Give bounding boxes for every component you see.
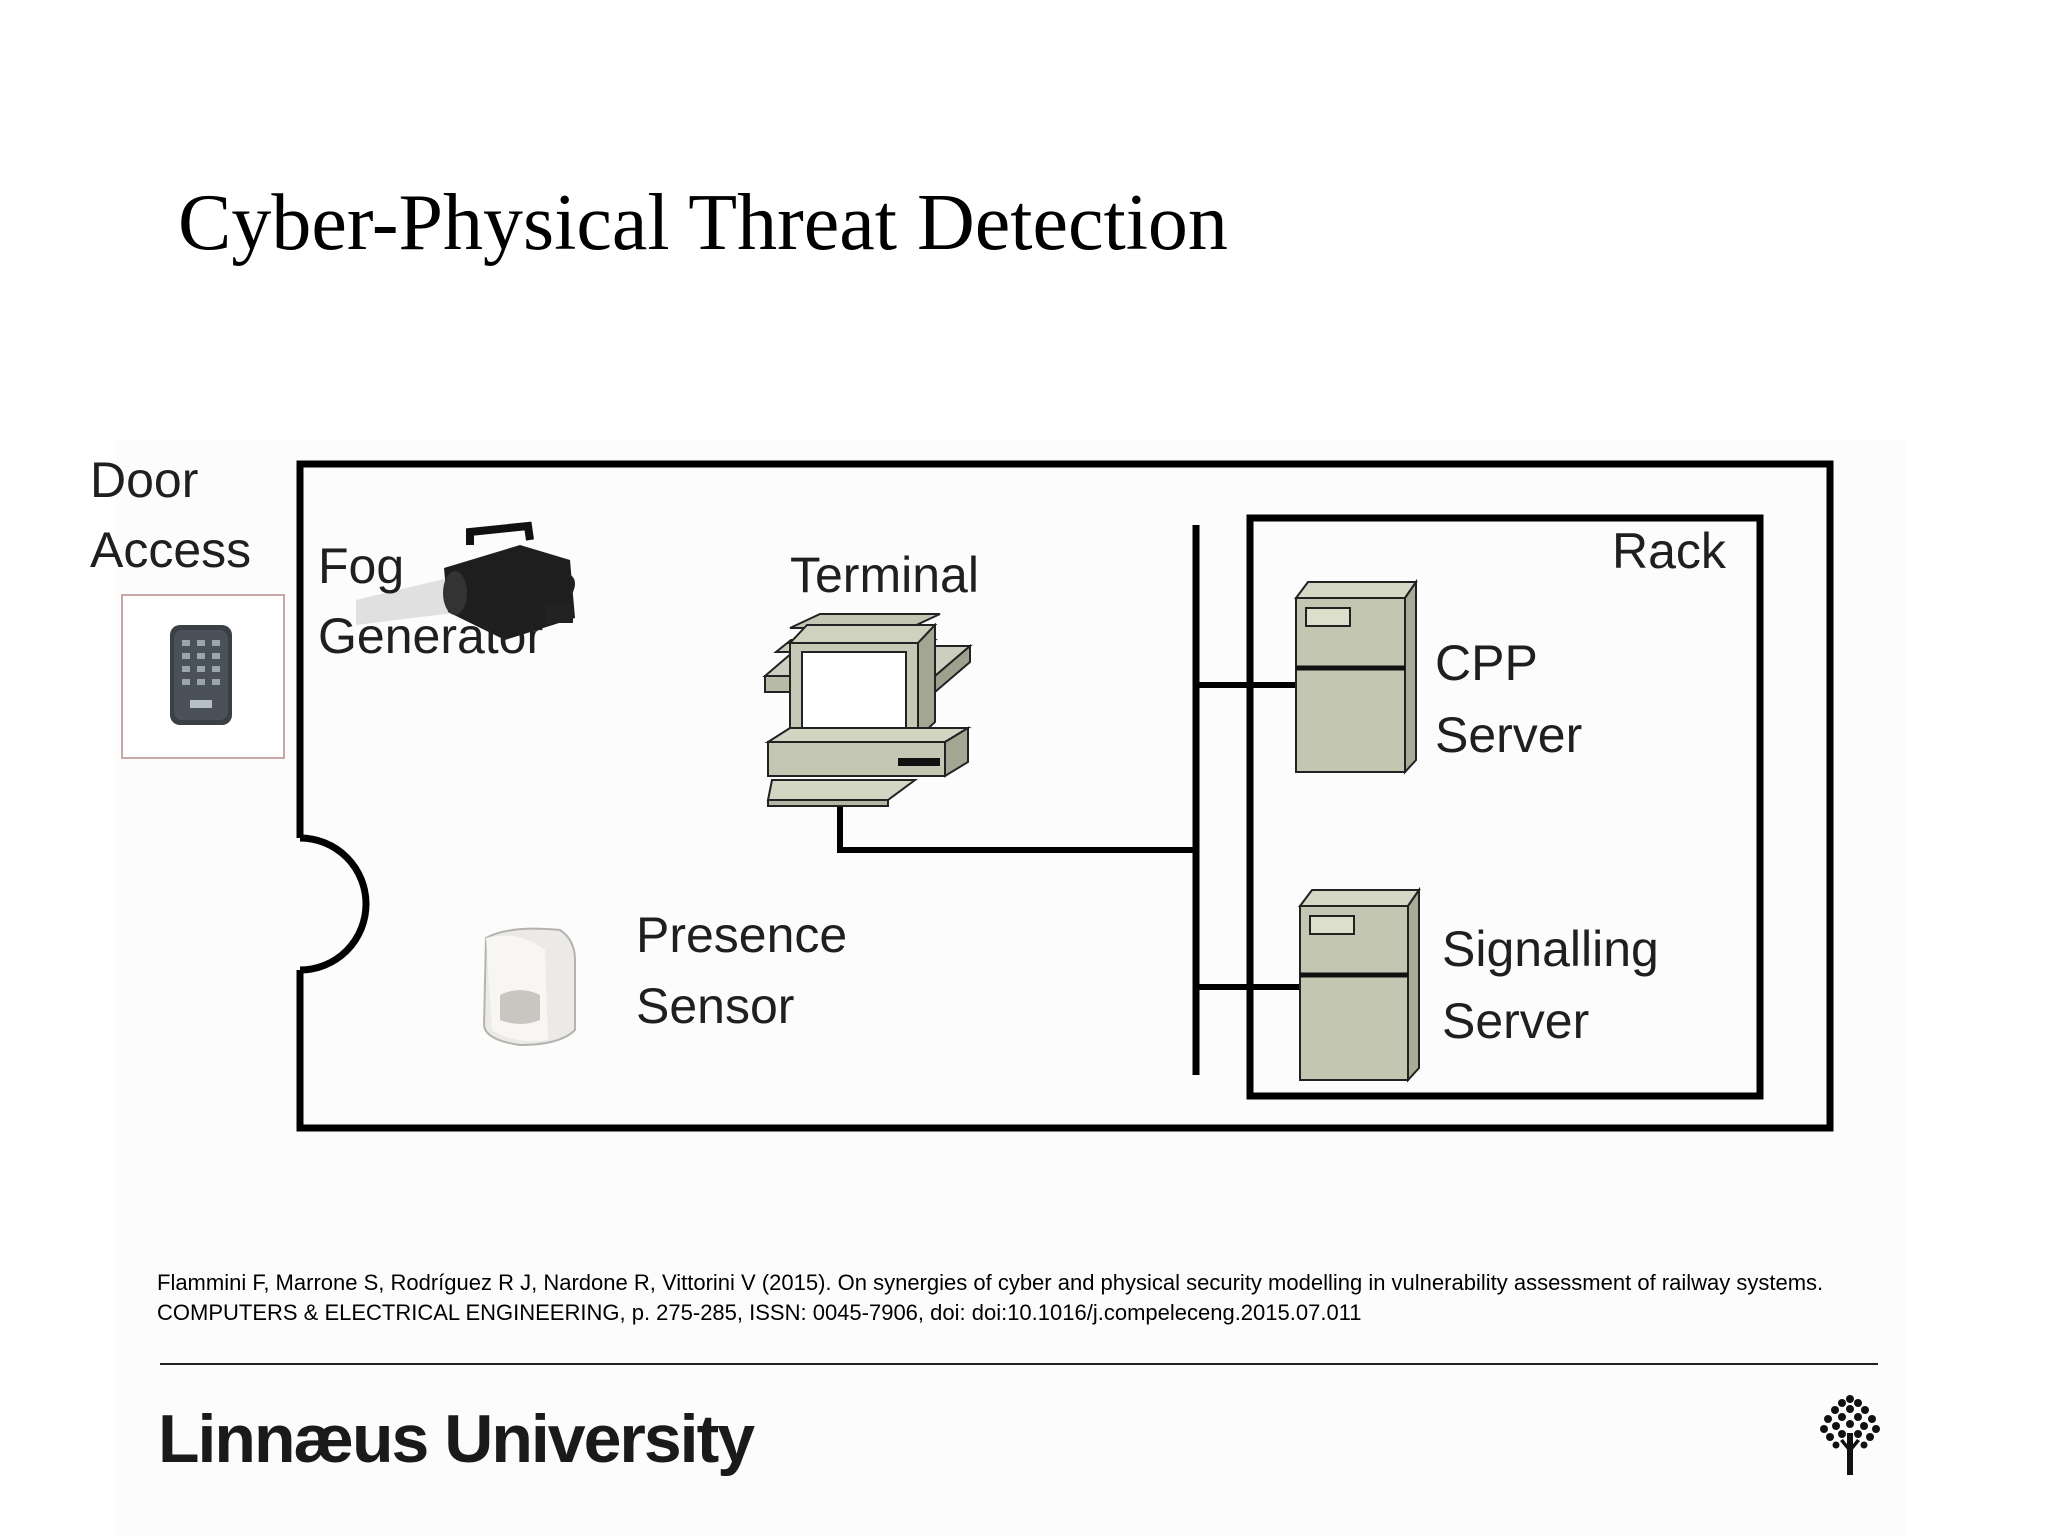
citation-line-2: COMPUTERS & ELECTRICAL ENGINEERING, p. 2… <box>157 1300 1362 1325</box>
door-arc <box>299 834 370 974</box>
computer-base <box>764 726 972 778</box>
signalling-label-2: Server <box>1442 993 1589 1049</box>
network-connections <box>837 525 1300 1075</box>
keypad-icon <box>121 594 285 759</box>
computer-monitor <box>787 622 938 741</box>
university-name: Linnæus University <box>158 1401 755 1477</box>
room-outline <box>296 460 1834 1132</box>
presence-label-2: Sensor <box>636 978 794 1034</box>
server-tower-icon <box>1294 578 1418 775</box>
tree-logo-icon <box>1820 1395 1880 1475</box>
server-tower-icon <box>1298 886 1421 1083</box>
slide-title: Cyber-Physical Threat Detection <box>178 179 1228 267</box>
door-access-label-1: Door <box>90 452 198 508</box>
terminal-label: Terminal <box>790 547 979 603</box>
footer-divider <box>160 1363 1878 1365</box>
motion-sensor-icon <box>482 927 576 1047</box>
citation: Flammini F, Marrone S, Rodríguez R J, Na… <box>157 1268 1937 1328</box>
signalling-label-1: Signalling <box>1442 921 1659 977</box>
cpp-label-2: Server <box>1435 707 1582 763</box>
fog-label-1: Fog <box>318 538 404 594</box>
cpp-label-1: CPP <box>1435 635 1538 691</box>
fog-label-2: Generator <box>318 608 543 664</box>
rack-label: Rack <box>1612 523 1727 579</box>
door-access-label-2: Access <box>90 522 251 578</box>
citation-line-1: Flammini F, Marrone S, Rodríguez R J, Na… <box>157 1270 1824 1295</box>
fog-machine-icon <box>356 521 575 640</box>
diagram-background <box>116 440 1906 1536</box>
presence-label-1: Presence <box>636 907 847 963</box>
rack-outline <box>1246 514 1764 1100</box>
